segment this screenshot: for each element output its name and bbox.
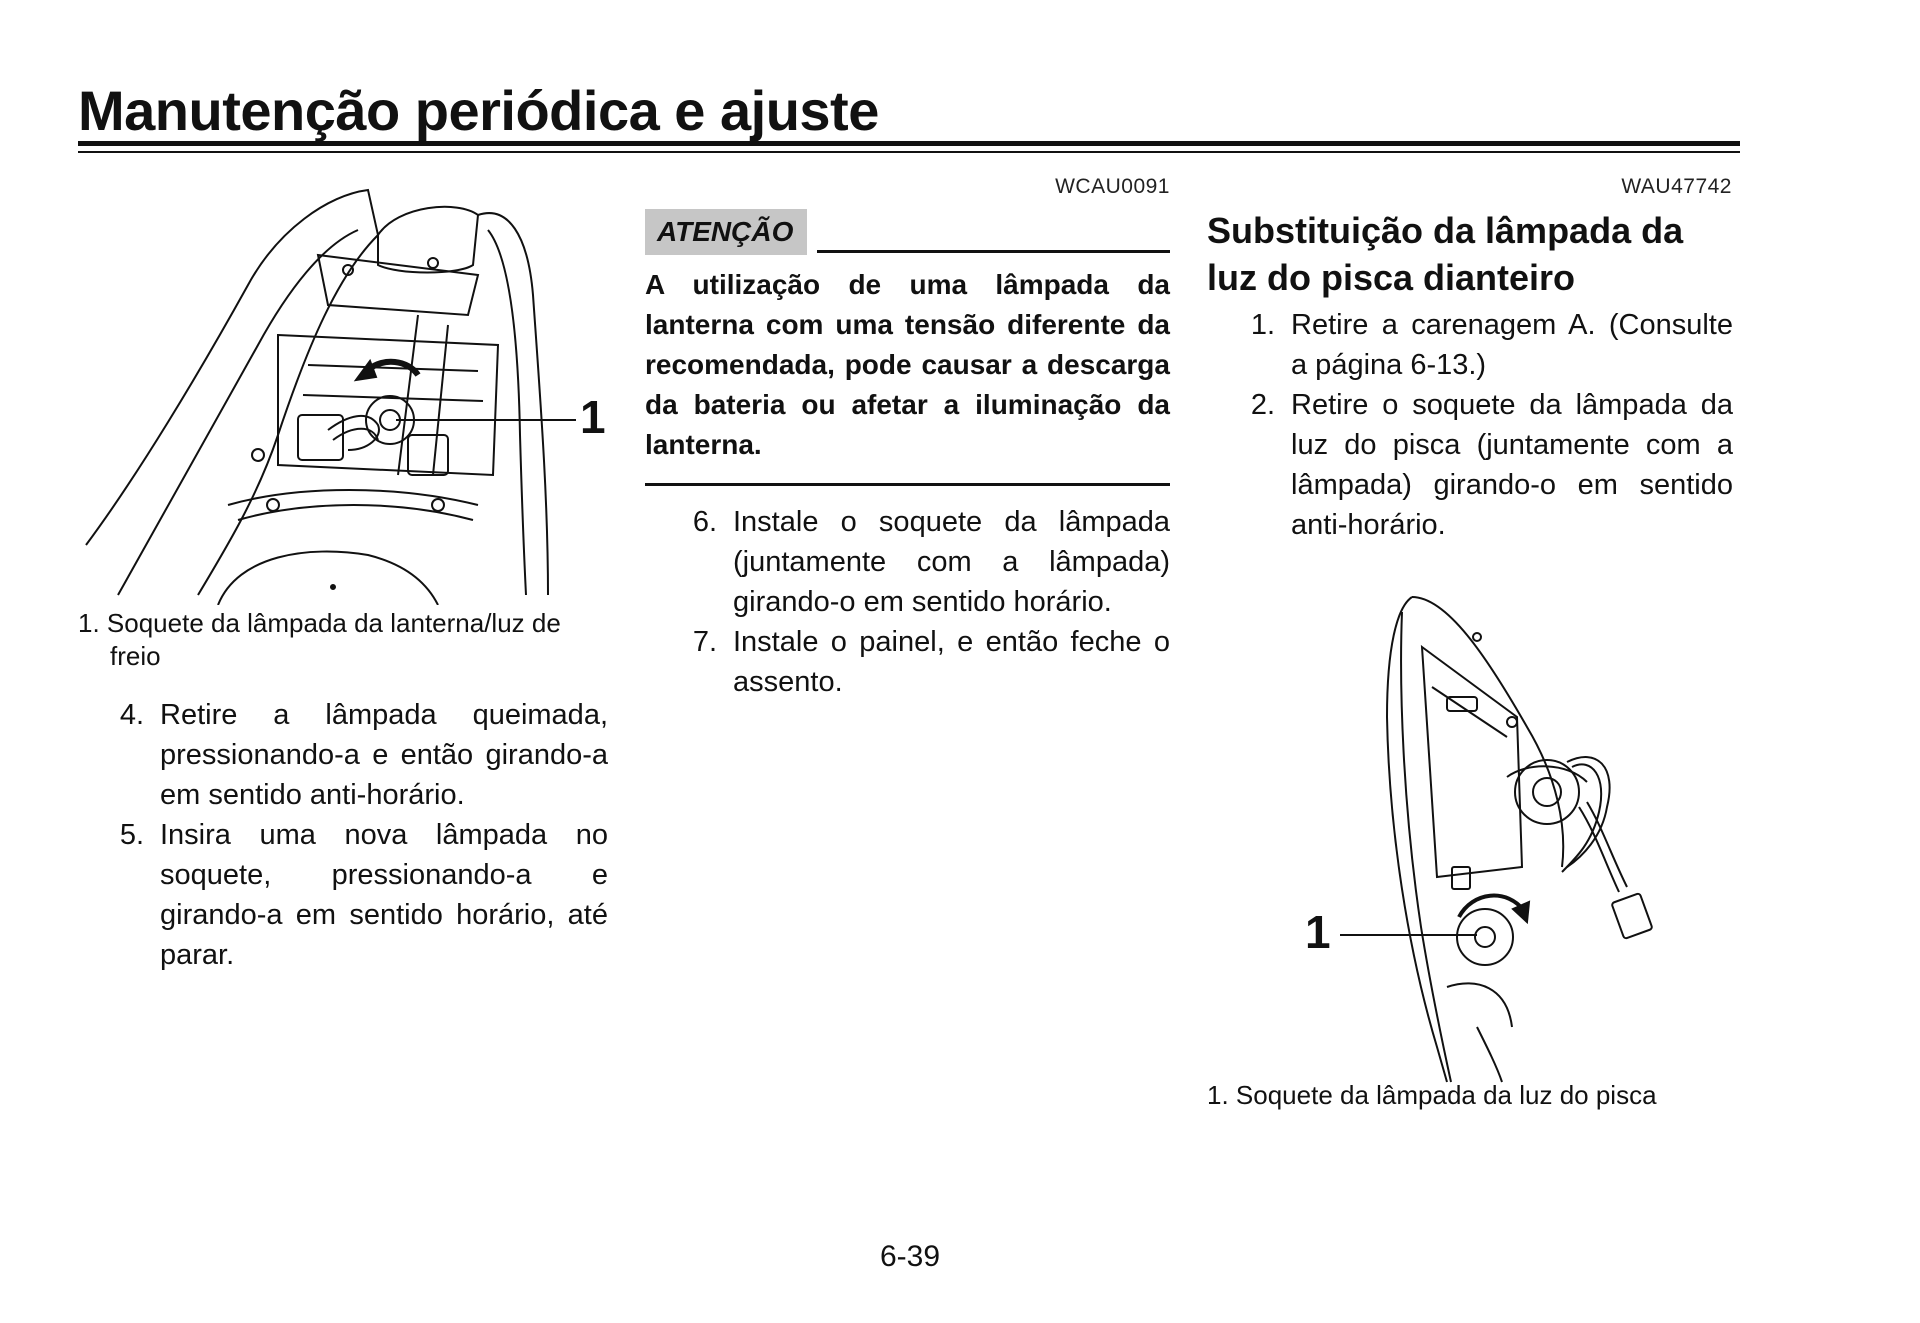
callout-number: 1 bbox=[1305, 906, 1331, 958]
step-text: Retire o soquete da lâmpada da luz do pi… bbox=[1291, 389, 1733, 541]
step-number: 2. bbox=[1250, 389, 1275, 421]
turn-signal-socket-figure: 1 bbox=[1207, 567, 1740, 1087]
caution-bottom-rule bbox=[645, 483, 1170, 486]
step-text: Retire a lâmpada queimada, pressionando-… bbox=[160, 699, 608, 811]
list-item: 7. Instale o painel, e então feche o ass… bbox=[665, 622, 1170, 702]
turn-signal-socket-illustration bbox=[1340, 596, 1653, 1083]
figure-caption: 1. Soquete da lâmpada da luz do pisca bbox=[1207, 1080, 1657, 1110]
caution-header: ATENÇÃO bbox=[645, 209, 1170, 255]
taillight-socket-figure: 1 bbox=[78, 175, 608, 605]
step-number: 7. bbox=[692, 626, 717, 658]
step-text: Instale o soquete da lâmpada (juntamente… bbox=[733, 506, 1170, 618]
taillight-socket-illustration bbox=[85, 188, 576, 605]
step-number: 5. bbox=[119, 819, 144, 851]
title-rule-thin bbox=[78, 151, 1740, 153]
step-number: 4. bbox=[119, 699, 144, 731]
page-number: 6-39 bbox=[879, 1240, 941, 1273]
step-text: Instale o painel, e então feche o assent… bbox=[733, 626, 1170, 698]
title-rule bbox=[78, 141, 1740, 146]
step-text: Insira uma nova lâmpada no soquete, pres… bbox=[160, 819, 608, 971]
step-list: 4. Retire a lâmpada queimada, pressionan… bbox=[92, 695, 608, 975]
figure-caption: 1. Soquete da lâmpada da lanterna/luz de… bbox=[78, 608, 561, 671]
step-text: Retire a carenagem A. (Consulte a página… bbox=[1291, 309, 1733, 381]
step-number: 6. bbox=[692, 506, 717, 538]
section-title: Substituição da lâmpada da luz do pisca … bbox=[1207, 210, 1684, 298]
reference-code: WCAU0091 bbox=[1055, 175, 1170, 198]
middle-column: WCAU0091 ATENÇÃO A utilização de uma lâm… bbox=[645, 175, 1170, 702]
step-number: 1. bbox=[1250, 309, 1275, 341]
list-item: 2. Retire o soquete da lâmpada da luz do… bbox=[1223, 385, 1733, 545]
step-list: 1. Retire a carenagem A. (Consulte a pág… bbox=[1223, 305, 1733, 545]
list-item: 1. Retire a carenagem A. (Consulte a pág… bbox=[1223, 305, 1733, 385]
list-item: 6. Instale o soquete da lâmpada (juntame… bbox=[665, 502, 1170, 622]
left-column: 1 1. Soquete da lâmpada da lanterna/luz … bbox=[78, 175, 608, 975]
step-list: 6. Instale o soquete da lâmpada (juntame… bbox=[665, 502, 1170, 702]
caution-label: ATENÇÃO bbox=[645, 209, 808, 255]
caution-rule bbox=[817, 250, 1170, 253]
reference-code: WAU47742 bbox=[1621, 175, 1732, 198]
page-title: Manutenção periódica e ajuste bbox=[78, 79, 879, 142]
right-column: WAU47742 Substituição da lâmpada da luz … bbox=[1207, 175, 1740, 1112]
callout-number: 1 bbox=[580, 391, 606, 443]
list-item: 5. Insira uma nova lâmpada no soquete, p… bbox=[92, 815, 608, 975]
list-item: 4. Retire a lâmpada queimada, pressionan… bbox=[92, 695, 608, 815]
caution-text: A utilização de uma lâmpada da lanterna … bbox=[645, 269, 1170, 460]
